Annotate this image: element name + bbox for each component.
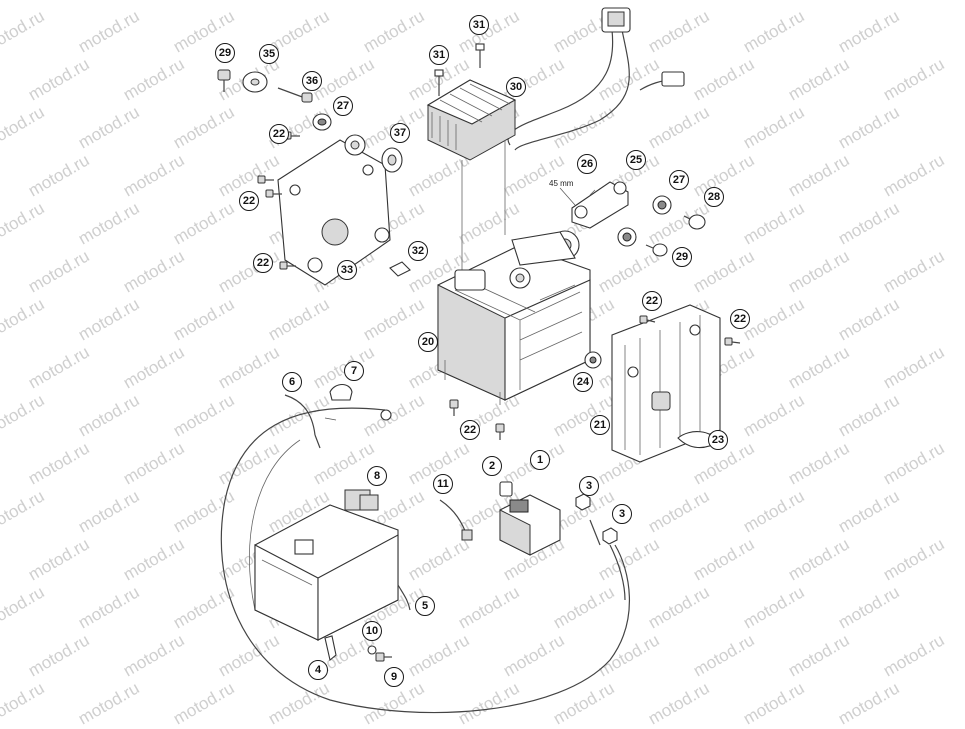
screw-22-e (724, 337, 741, 346)
starter-relay-1 (499, 494, 561, 556)
callout-28: 28 (704, 187, 724, 207)
callout-22: 22 (239, 191, 259, 211)
clip-32 (389, 261, 411, 277)
bolt-31-right (475, 43, 485, 68)
battery-8 (254, 489, 399, 641)
cap-7 (329, 383, 353, 401)
bolt-9 (375, 652, 392, 662)
nut-3-a (575, 493, 591, 511)
callout-20: 20 (418, 332, 438, 352)
bolt-36 (277, 87, 313, 103)
screw-22-b (257, 175, 274, 184)
bolt-29-right (645, 243, 668, 257)
callout-21: 21 (590, 415, 610, 435)
callout-24: 24 (573, 372, 593, 392)
washer-near-7 (380, 409, 392, 421)
callout-36: 36 (302, 71, 322, 91)
callout-8: 8 (367, 466, 387, 486)
damper-24 (584, 351, 602, 369)
callout-22: 22 (460, 420, 480, 440)
cable-6 (284, 394, 316, 436)
callout-3: 3 (579, 476, 599, 496)
callout-2: 2 (482, 456, 502, 476)
callout-3: 3 (612, 504, 632, 524)
callout-33: 33 (337, 260, 357, 280)
callout-27: 27 (669, 170, 689, 190)
callout-4: 4 (308, 660, 328, 680)
terminal-4 (324, 635, 337, 661)
nut-3-b (602, 527, 618, 545)
bracket-25-26 (571, 181, 629, 229)
bolt-31-left (434, 69, 444, 96)
callout-29: 29 (215, 43, 235, 63)
damper-27-left (312, 113, 332, 131)
callout-11: 11 (433, 474, 453, 494)
callout-5: 5 (415, 596, 435, 616)
callout-25: 25 (626, 150, 646, 170)
callout-22: 22 (269, 124, 289, 144)
callout-27: 27 (333, 96, 353, 116)
leader-lines (324, 187, 576, 421)
callout-31: 31 (429, 45, 449, 65)
callout-32: 32 (408, 241, 428, 261)
cable-5 (397, 584, 411, 611)
callout-31: 31 (469, 15, 489, 35)
callout-6: 6 (282, 372, 302, 392)
callout-29: 29 (672, 247, 692, 267)
callout-22: 22 (253, 253, 273, 273)
screw-22-b2 (265, 189, 282, 198)
callout-1: 1 (530, 450, 550, 470)
damper-27-right (652, 195, 672, 215)
screw-22-d (639, 315, 656, 324)
callout-9: 9 (384, 667, 404, 687)
wiring-harness-loop (220, 407, 630, 714)
callout-35: 35 (259, 44, 279, 64)
dimension-label: 45 mm (549, 179, 574, 188)
battery-tray-20 (437, 230, 591, 405)
damper-27-mid (617, 227, 637, 247)
grommet-37 (381, 147, 403, 173)
callout-10: 10 (362, 621, 382, 641)
screw-22-tray-b (495, 423, 505, 440)
bolt-28 (683, 214, 706, 230)
regulator-30 (426, 79, 517, 161)
callout-23: 23 (708, 430, 728, 450)
fuse-2 (499, 481, 513, 497)
callout-7: 7 (344, 361, 364, 381)
callout-22: 22 (642, 291, 662, 311)
cover-21 (611, 304, 721, 463)
screw-22-c (279, 261, 296, 270)
nut-10 (367, 645, 377, 655)
callout-37: 37 (390, 123, 410, 143)
callout-30: 30 (506, 77, 526, 97)
mounting-plate-33 (277, 134, 391, 286)
screw-22-tray-a (449, 399, 459, 416)
callout-26: 26 (577, 154, 597, 174)
bolt-29-left (217, 69, 231, 92)
callout-22: 22 (730, 309, 750, 329)
